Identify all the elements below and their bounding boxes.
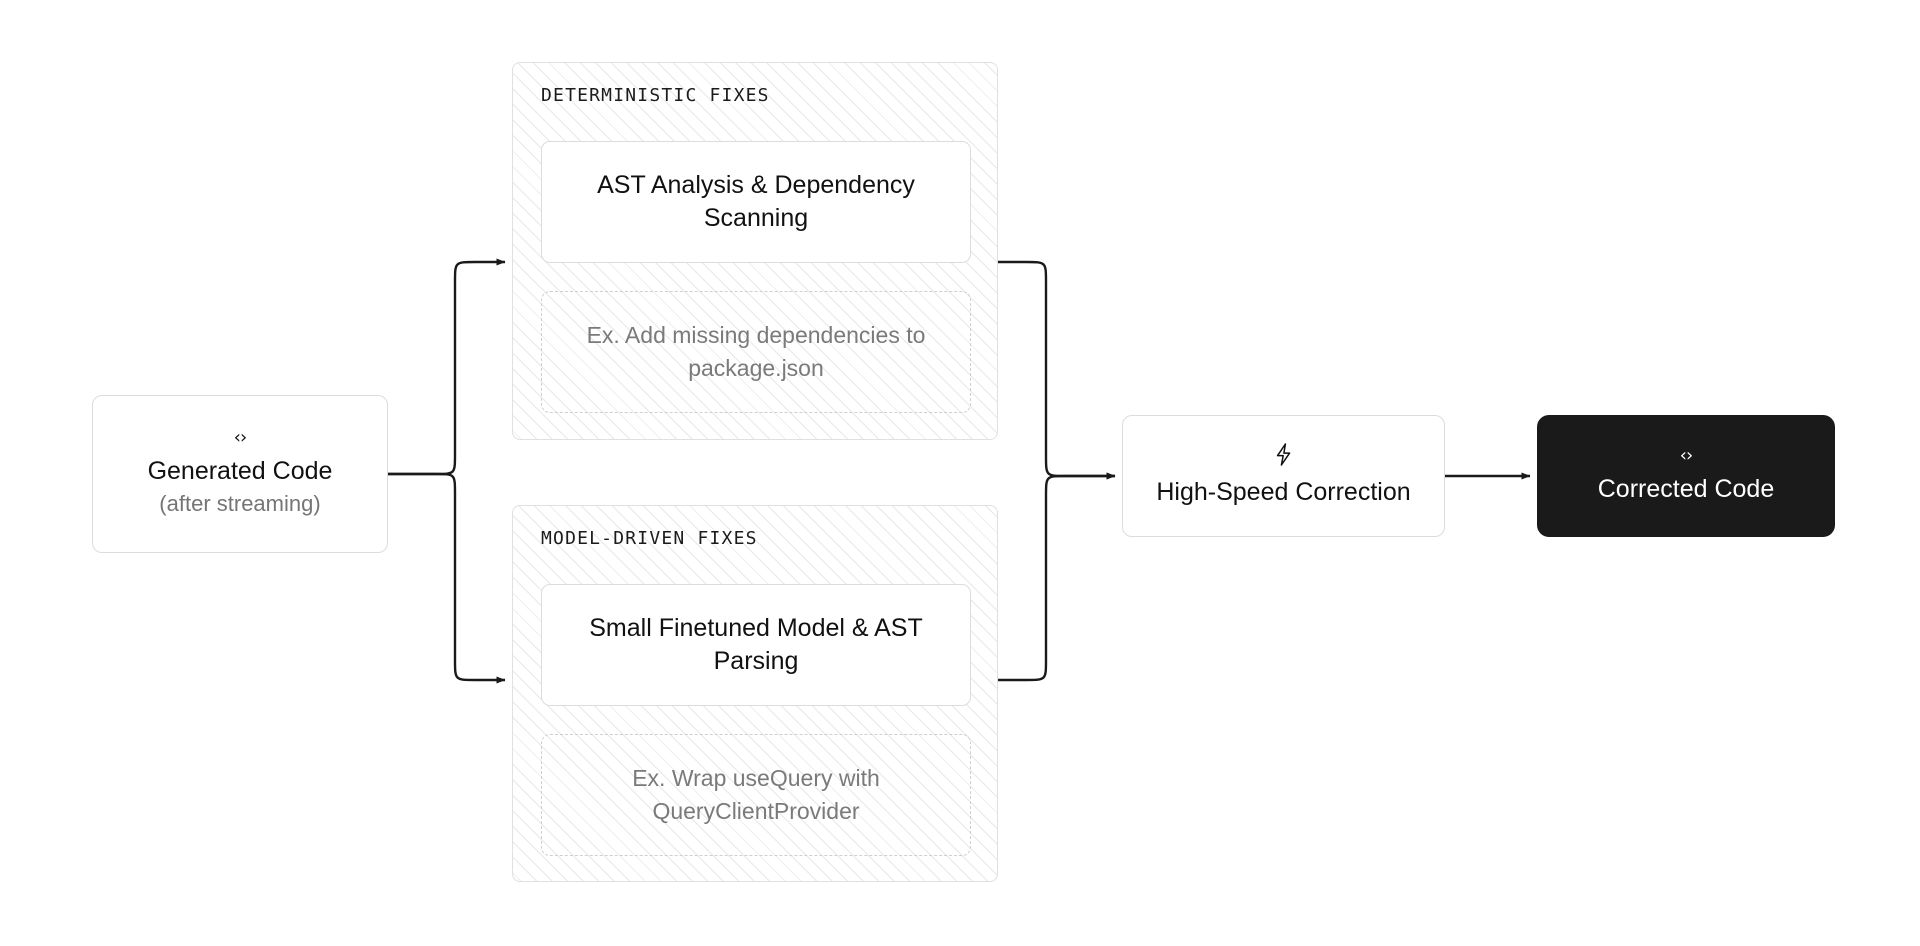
edge-generated-to-model [388,472,506,684]
edge-generated-to-deterministic [388,258,506,476]
panel-deterministic-fixes[interactable]: DETERMINISTIC FIXES AST Analysis & Depen… [512,62,998,440]
panel-example-deterministic: Ex. Add missing dependencies to package.… [541,291,971,413]
node-title: Corrected Code [1597,474,1775,503]
panel-model-driven-fixes[interactable]: MODEL-DRIVEN FIXES Small Finetuned Model… [512,505,998,882]
code-icon: ‹› [233,427,247,449]
node-title: High-Speed Correction [1156,478,1411,507]
node-corrected-code[interactable]: ‹› Corrected Code [1537,415,1835,537]
panel-card-model[interactable]: Small Finetuned Model & AST Parsing [541,584,971,706]
node-title: Generated Code [147,457,333,486]
edge-deterministic-to-highspeed [998,260,1116,480]
node-high-speed-correction[interactable]: High-Speed Correction [1122,415,1445,537]
code-icon: ‹› [1679,444,1693,466]
node-generated-code[interactable]: ‹› Generated Code (after streaming) [92,395,388,553]
panel-title: MODEL-DRIVEN FIXES [541,528,758,549]
edge-model-to-highspeed [998,472,1116,682]
lightning-bolt-icon [1275,443,1293,470]
panel-example-model: Ex. Wrap useQuery with QueryClientProvid… [541,734,971,856]
panel-card-deterministic[interactable]: AST Analysis & Dependency Scanning [541,141,971,263]
panel-title: DETERMINISTIC FIXES [541,85,770,106]
lightning-bolt-glyph [1276,443,1290,467]
node-subtitle: (after streaming) [159,491,321,517]
